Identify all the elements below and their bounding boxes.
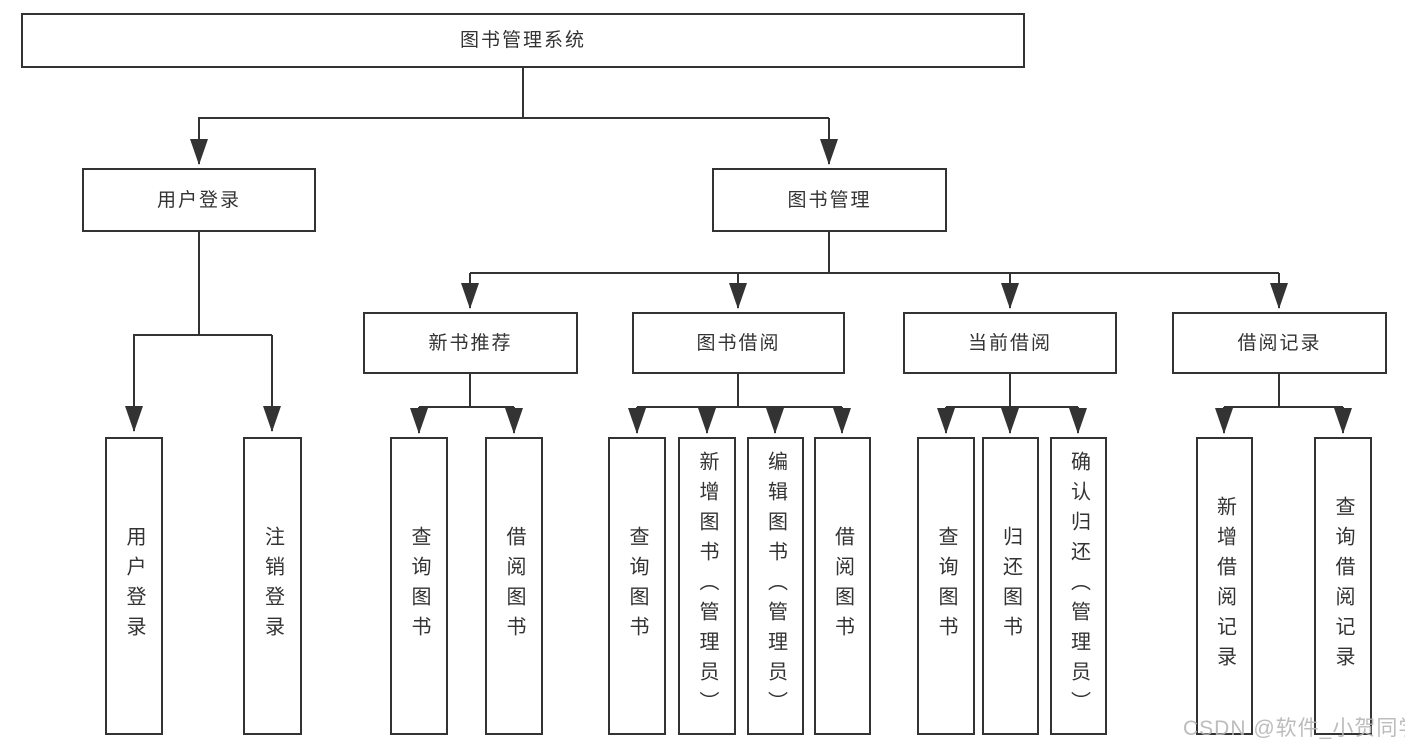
leaf-nbr-query-books: 查询图书 bbox=[390, 437, 448, 735]
leaf-bb-add-books-admin: 新增图书（管理员） bbox=[678, 437, 736, 735]
csdn-watermark: CSDN @软件_小贺同学 bbox=[1183, 717, 1405, 740]
leaf-bb-query-books: 查询图书 bbox=[608, 437, 666, 735]
leaf-cb-return-books: 归还图书 bbox=[982, 437, 1039, 735]
leaf-bb-borrow-books: 借阅图书 bbox=[814, 437, 871, 735]
node-borrowing-records: 借阅记录 bbox=[1172, 312, 1387, 374]
leaf-cb-query-books: 查询图书 bbox=[917, 437, 975, 735]
leaf-nbr-borrow-books: 借阅图书 bbox=[485, 437, 543, 735]
leaf-br-add-record: 新增借阅记录 bbox=[1196, 437, 1253, 735]
node-user-login: 用户登录 bbox=[82, 168, 316, 232]
node-current-borrowing: 当前借阅 bbox=[903, 312, 1117, 374]
leaf-cb-confirm-return-admin: 确认归还（管理员） bbox=[1050, 437, 1107, 735]
leaf-bb-edit-books-admin: 编辑图书（管理员） bbox=[747, 437, 804, 735]
leaf-logout: 注销登录 bbox=[243, 437, 302, 735]
leaf-user-login: 用户登录 bbox=[105, 437, 163, 735]
node-book-management: 图书管理 bbox=[712, 168, 947, 232]
node-root-system: 图书管理系统 bbox=[21, 13, 1025, 68]
leaf-br-query-record: 查询借阅记录 bbox=[1314, 437, 1372, 735]
node-new-book-recommendation: 新书推荐 bbox=[363, 312, 578, 374]
node-book-borrowing: 图书借阅 bbox=[632, 312, 845, 374]
